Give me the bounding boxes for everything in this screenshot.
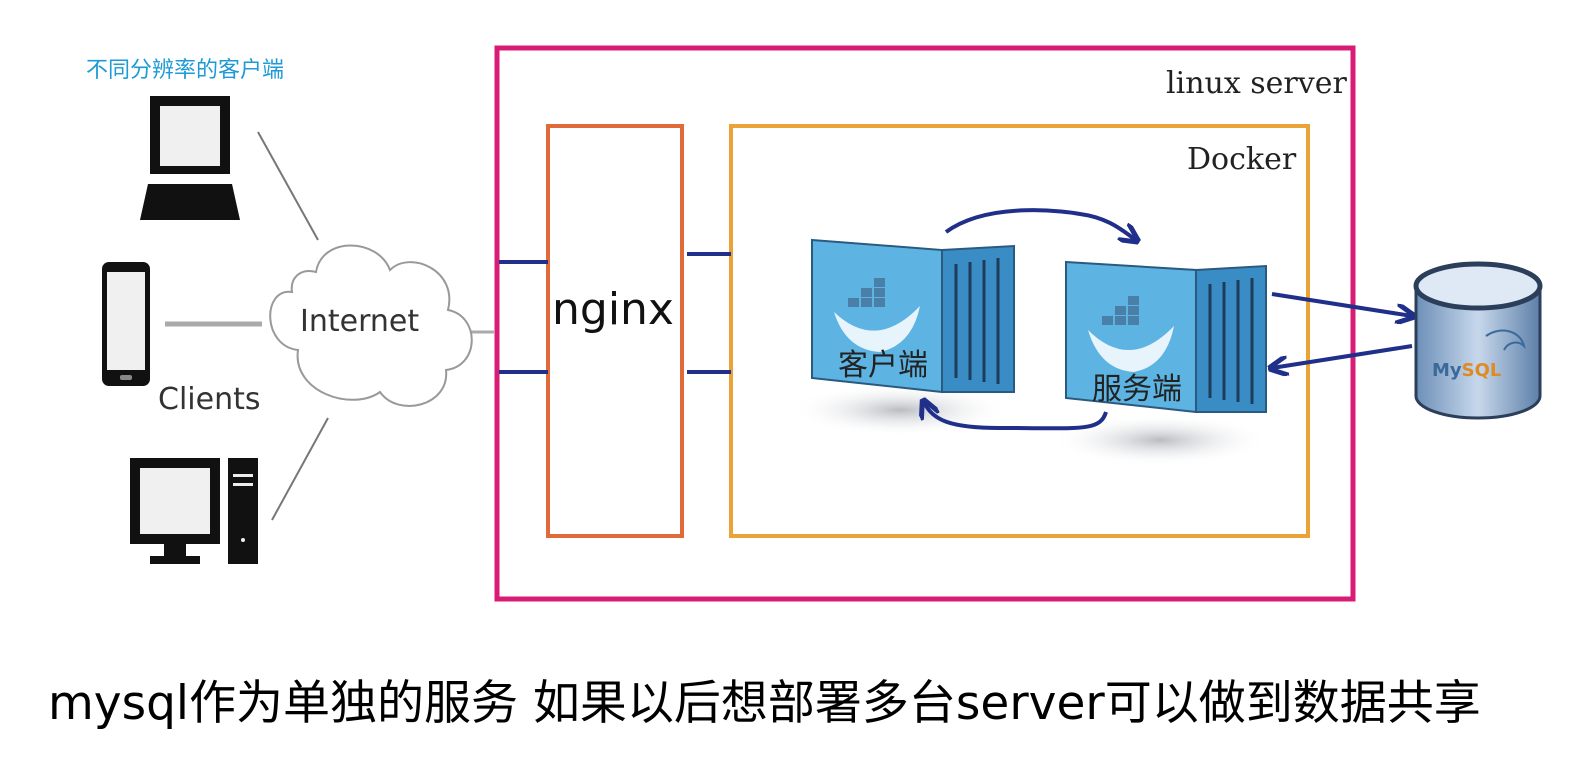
server-container-label: 服务端	[1092, 372, 1182, 407]
mysql-database-icon	[1413, 261, 1543, 420]
linux-server-box	[494, 45, 1356, 602]
docker-label: Docker	[1187, 142, 1297, 177]
docker-box	[729, 124, 1310, 538]
mysql-label: MySQL	[1432, 360, 1501, 381]
caption: mysql作为单独的服务 如果以后想部署多台server可以做到数据共享	[48, 676, 1481, 731]
mysql-arrows	[1272, 292, 1412, 368]
internet-label: Internet	[300, 304, 420, 339]
linux-server-label: linux server	[1166, 66, 1347, 101]
laptop-icon	[140, 96, 240, 220]
clients-title: 不同分辨率的客户端	[86, 58, 285, 83]
nginx-box	[546, 124, 684, 538]
nginx-connectors	[499, 252, 731, 374]
phone-icon	[102, 262, 150, 386]
mysql-label-sql: SQL	[1461, 360, 1502, 381]
container-arrows	[924, 208, 1136, 431]
client-container-label: 客户端	[838, 348, 928, 383]
mysql-label-my: My	[1432, 360, 1462, 381]
cloud-icon	[269, 244, 473, 407]
clients-label: Clients	[158, 382, 261, 417]
docker-container-icon-server	[1050, 260, 1270, 466]
nginx-label: nginx	[552, 284, 674, 335]
docker-container-icon-client	[790, 238, 1015, 436]
desktop-icon	[130, 458, 258, 564]
